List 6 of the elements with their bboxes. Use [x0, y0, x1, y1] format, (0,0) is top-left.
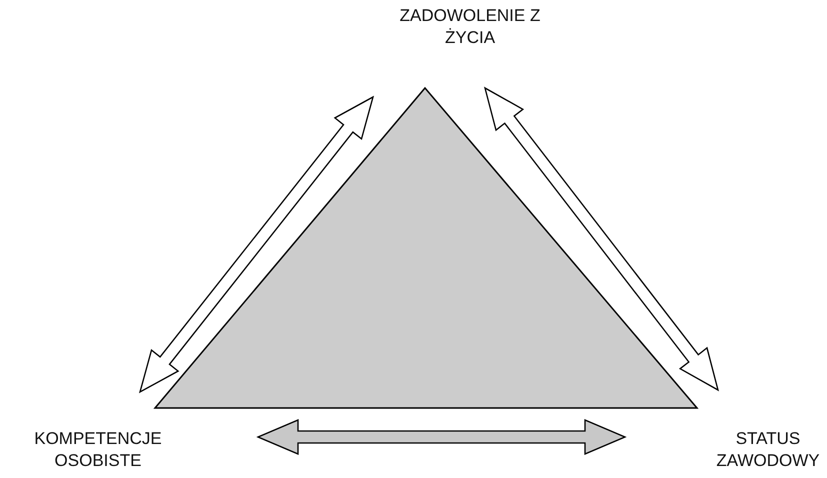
- double-arrow: [256, 419, 627, 455]
- corner-label: STATUS ZAWODOWY: [712, 428, 824, 472]
- double-arrow: [138, 96, 374, 394]
- corner-label: ZADOWOLENIE Z ŻYCIA: [390, 5, 550, 49]
- corner-label: KOMPETENCJE OSOBISTE: [3, 428, 193, 472]
- double-arrow: [484, 86, 720, 392]
